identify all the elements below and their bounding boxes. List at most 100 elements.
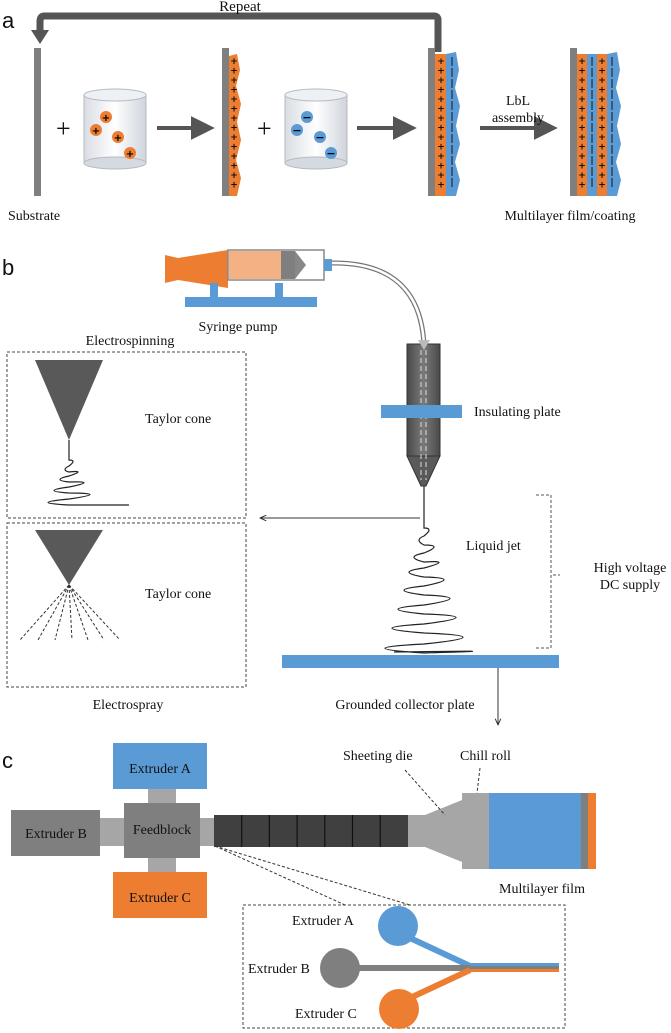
svg-text:+: + <box>437 152 445 162</box>
svg-text:+: + <box>437 171 445 181</box>
svg-text:+: + <box>230 162 238 172</box>
svg-text:+: + <box>578 162 586 172</box>
svg-text:+: + <box>230 114 238 124</box>
svg-text:+: + <box>126 149 134 160</box>
svg-text:+: + <box>92 126 100 137</box>
svg-text:|: | <box>450 57 453 67</box>
svg-text:−: − <box>326 147 335 160</box>
svg-text:+: + <box>598 57 606 67</box>
svg-text:+: + <box>598 162 606 172</box>
svg-text:+: + <box>578 67 586 77</box>
svg-text:|: | <box>450 145 453 155</box>
liquid-jet-label: Liquid jet <box>466 539 521 554</box>
extruder-c-label: Extruder C <box>129 891 191 906</box>
panel-a-letter: a <box>2 8 15 33</box>
polycation-beaker: + + + + <box>83 88 147 170</box>
svg-text:|: | <box>450 167 453 177</box>
svg-text:−: − <box>292 124 301 137</box>
svg-text:|: | <box>590 167 593 177</box>
substrate-cationic-layer: ++++++++++++++ <box>222 48 241 196</box>
svg-text:|: | <box>450 79 453 89</box>
svg-text:+: + <box>230 67 238 77</box>
plus-sign-2: + <box>257 114 272 143</box>
chill-roll <box>462 793 489 869</box>
extruder-a-label: Extruder A <box>129 762 192 777</box>
svg-text:+: + <box>598 105 606 115</box>
svg-text:+: + <box>598 86 606 96</box>
svg-text:|: | <box>590 178 593 188</box>
svg-text:+: + <box>230 143 238 153</box>
electrospray-label: Electrospray <box>93 698 164 713</box>
svg-text:+: + <box>578 143 586 153</box>
panel-b: b Syringe pump Insulating plate <box>2 249 667 725</box>
svg-text:|: | <box>610 112 613 122</box>
multilayer-coating-label: Multilayer film/coating <box>504 209 635 224</box>
electrospinning-inset <box>6 351 247 519</box>
svg-text:+: + <box>578 181 586 191</box>
panel-b-letter: b <box>2 255 14 280</box>
syringe-tip-connector <box>324 259 332 271</box>
svg-text:+: + <box>230 76 238 86</box>
panel-c: c Extruder A Extruder B Feedblock Extrud… <box>2 743 596 1029</box>
lbl-label-line1: LbL <box>506 94 530 109</box>
svg-text:+: + <box>230 171 238 181</box>
syringe-plunger-handle <box>165 250 228 288</box>
svg-text:+: + <box>598 76 606 86</box>
svg-text:−: − <box>302 111 311 124</box>
hv-label-line2: DC supply <box>600 578 660 593</box>
svg-text:|: | <box>450 101 453 111</box>
svg-text:|: | <box>610 79 613 89</box>
svg-text:|: | <box>610 101 613 111</box>
svg-text:|: | <box>590 90 593 100</box>
svg-text:+: + <box>230 124 238 134</box>
syringe-pump-label: Syringe pump <box>199 320 278 335</box>
substrate-bilayer: ++++++++++++++ |||||||||||| <box>428 48 460 196</box>
svg-text:+: + <box>437 133 445 143</box>
svg-text:|: | <box>450 178 453 188</box>
svg-text:+: + <box>437 57 445 67</box>
svg-text:+: + <box>578 124 586 134</box>
multilayer-coating: ++++++++++++++||||||||||||++++++++++++++… <box>570 48 621 196</box>
hv-label-line1: High voltage <box>594 561 667 576</box>
svg-text:+: + <box>230 57 238 67</box>
svg-text:|: | <box>450 156 453 166</box>
taylor-cone-label-2: Taylor cone <box>145 587 211 602</box>
feedblock-label: Feedblock <box>133 823 191 838</box>
svg-text:|: | <box>610 167 613 177</box>
svg-text:+: + <box>437 162 445 172</box>
svg-text:+: + <box>230 95 238 105</box>
svg-text:|: | <box>610 145 613 155</box>
polyanion-beaker: − − − − <box>284 88 348 170</box>
feed-tubing <box>331 260 427 346</box>
insulating-plate-label: Insulating plate <box>474 405 561 420</box>
svg-text:|: | <box>610 68 613 78</box>
chill-roll-label: Chill roll <box>460 749 511 764</box>
svg-text:+: + <box>578 76 586 86</box>
svg-text:|: | <box>590 79 593 89</box>
svg-text:|: | <box>450 134 453 144</box>
svg-text:+: + <box>578 133 586 143</box>
substrate-label: Substrate <box>8 209 60 224</box>
svg-text:|: | <box>610 134 613 144</box>
svg-text:|: | <box>450 68 453 78</box>
inset-extruder-a-label: Extruder A <box>292 914 355 929</box>
svg-text:+: + <box>437 181 445 191</box>
svg-text:+: + <box>578 171 586 181</box>
svg-text:+: + <box>230 133 238 143</box>
svg-text:|: | <box>610 156 613 166</box>
collector-plate-label: Grounded collector plate <box>335 698 474 713</box>
liquid-jet-spiral <box>384 486 473 654</box>
svg-text:|: | <box>590 101 593 111</box>
extruder-b-box <box>11 810 100 856</box>
repeat-arrow-head <box>31 30 49 44</box>
repeat-arrow <box>36 12 442 52</box>
svg-text:|: | <box>590 68 593 78</box>
insulating-plate <box>381 405 462 418</box>
svg-text:+: + <box>598 171 606 181</box>
svg-text:|: | <box>590 123 593 133</box>
taylor-cone-spray <box>35 530 103 585</box>
electrospinning-label: Electrospinning <box>86 334 175 349</box>
panel-a: a Repeat Substrate + + + + + +++++++++++… <box>2 0 636 224</box>
feedblock <box>124 803 200 858</box>
taylor-cone-label-1: Taylor cone <box>145 412 211 427</box>
